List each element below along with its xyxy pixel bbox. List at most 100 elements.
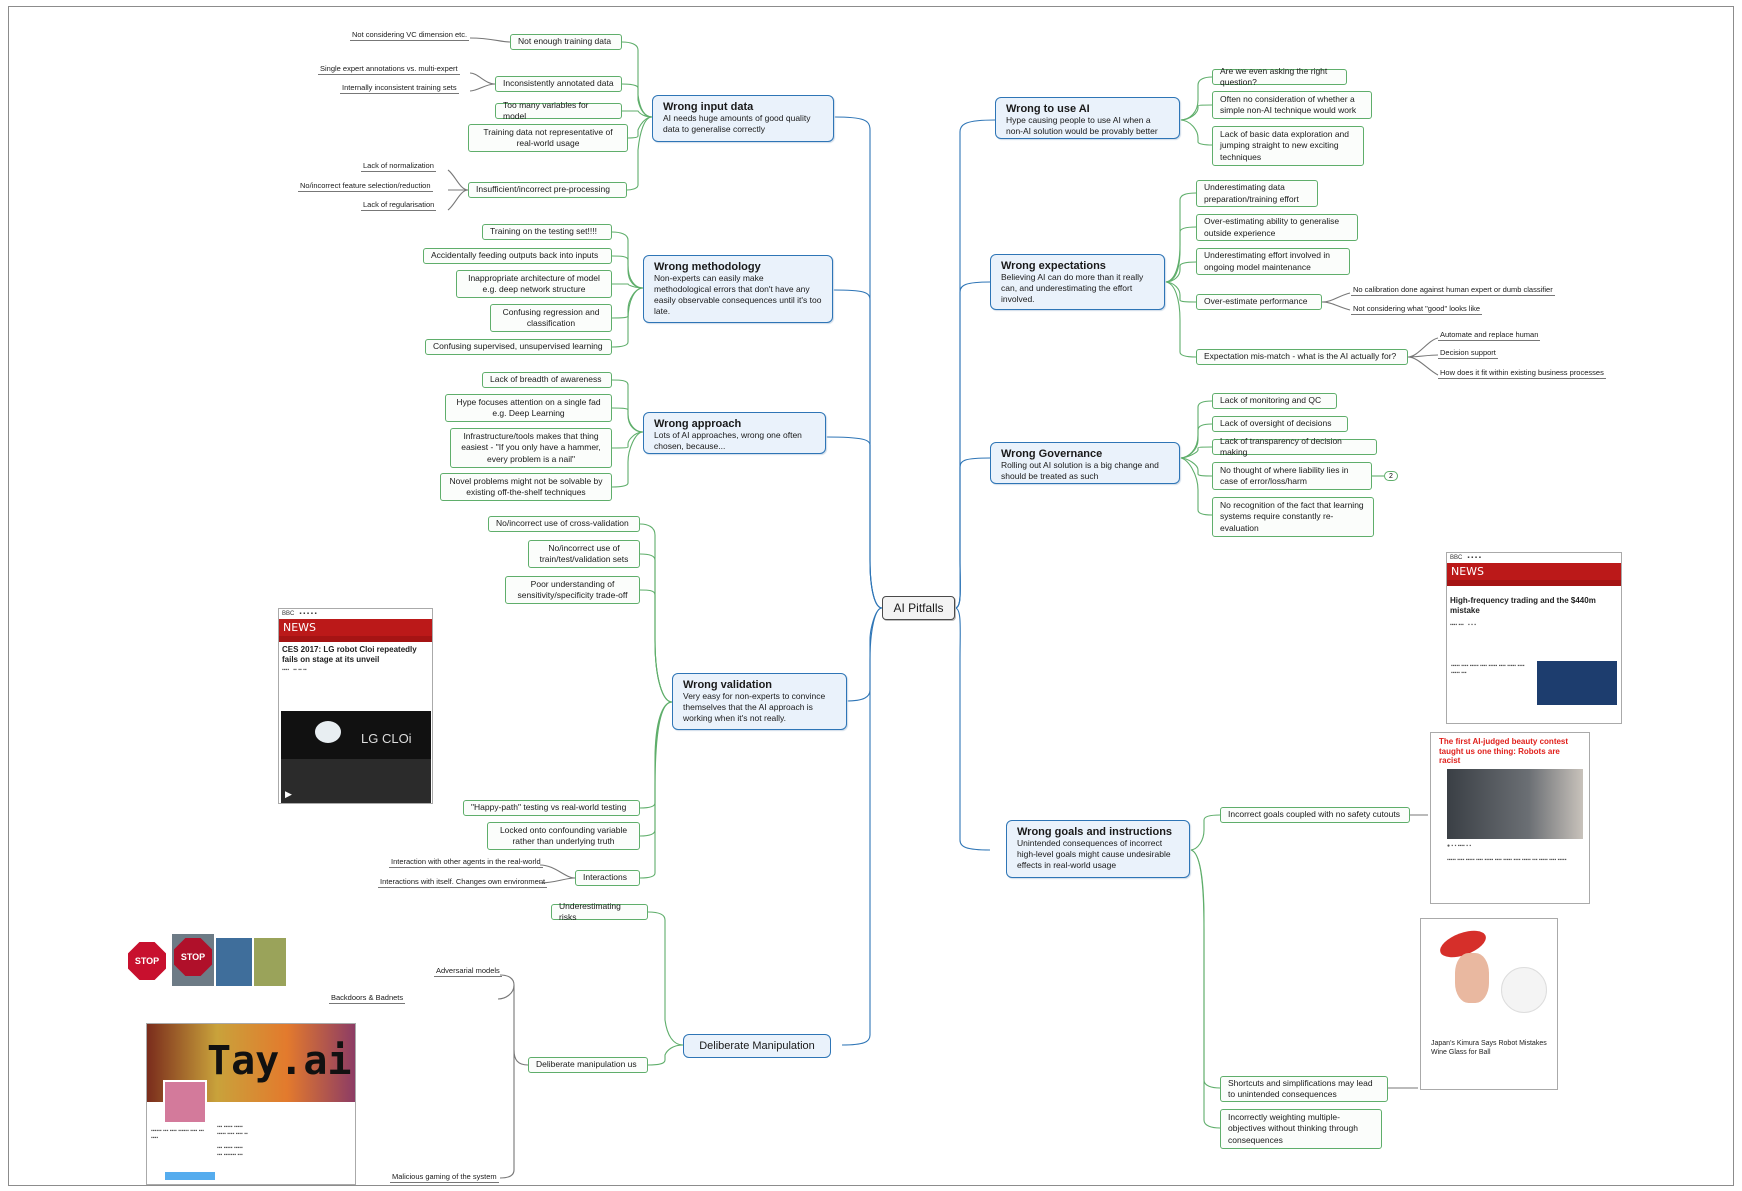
robot-pingpong-image[interactable]: Japan's Kimura Says Robot Mistakes Wine … xyxy=(1420,918,1558,1090)
play-icon[interactable]: ▶ xyxy=(285,789,292,799)
subtopic-not-representative[interactable]: Training data not representative of real… xyxy=(468,124,628,152)
subtopic-label: Expectation mis-match - what is the AI a… xyxy=(1204,351,1397,362)
lg-robot-news-image[interactable]: BBC ▪ ▪ ▪ ▪ ▪ NEWS CES 2017: LG robot Cl… xyxy=(278,608,433,804)
subtopic-too-many-variables[interactable]: Too many variables for model xyxy=(495,100,622,121)
subtopic-confounding-variable[interactable]: Locked onto confounding variable rather … xyxy=(487,822,640,850)
subtopic-label: No thought of where liability lies in ca… xyxy=(1220,464,1349,486)
subtopic-reevaluation[interactable]: No recognition of the fact that learning… xyxy=(1212,497,1374,537)
subtopic-label: Training data not representative of real… xyxy=(483,126,613,148)
leaf-regularisation[interactable]: Lack of regularisation xyxy=(361,200,437,211)
leaf-changes-environment[interactable]: Interactions with itself. Changes own en… xyxy=(378,877,548,888)
subtopic-hype-fad[interactable]: Hype focuses attention on a single fad e… xyxy=(445,394,612,422)
topic-wrong-approach[interactable]: Wrong approach Lots of AI approaches, wr… xyxy=(643,412,826,454)
collapsed-count-badge[interactable]: 2 xyxy=(1384,471,1398,481)
leaf-feature-selection[interactable]: No/incorrect feature selection/reduction xyxy=(298,181,433,192)
subtopic-not-enough-data[interactable]: Not enough training data xyxy=(510,34,622,50)
topic-description: Very easy for non-experts to convince th… xyxy=(683,691,826,724)
subtopic-label: Lack of monitoring and QC xyxy=(1220,395,1322,406)
subtopic-regression-classification[interactable]: Confusing regression and classification xyxy=(490,304,612,332)
topic-description: Non-experts can easily make methodologic… xyxy=(654,273,822,317)
subtopic-train-test-sets[interactable]: No/incorrect use of train/test/validatio… xyxy=(528,540,640,568)
subtopic-oversight[interactable]: Lack of oversight of decisions xyxy=(1212,416,1348,432)
subtopic-supervised-unsupervised[interactable]: Confusing supervised, unsupervised learn… xyxy=(425,339,612,355)
subtopic-architecture[interactable]: Inappropriate architecture of model e.g.… xyxy=(456,270,612,298)
topic-wrong-governance[interactable]: Wrong Governance Rolling out AI solution… xyxy=(990,442,1180,484)
subtopic-weighting-objectives[interactable]: Incorrectly weighting multiple-objective… xyxy=(1220,1109,1382,1149)
subtopic-data-exploration[interactable]: Lack of basic data exploration and jumpi… xyxy=(1212,126,1364,166)
subtopic-cross-validation[interactable]: No/incorrect use of cross-validation xyxy=(488,516,640,532)
robot-woman-photo xyxy=(1447,769,1583,839)
subtopic-right-question[interactable]: Are we even asking the right question? xyxy=(1212,66,1347,87)
leaf-backdoors-badnets[interactable]: Backdoors & Badnets xyxy=(329,993,406,1004)
subtopic-novel-problems[interactable]: Novel problems might not be solvable by … xyxy=(440,473,612,501)
subtopic-sensitivity-specificity[interactable]: Poor understanding of sensitivity/specif… xyxy=(505,576,640,604)
trading-news-image[interactable]: BBC ▪ ▪ ▪ ▪ NEWS High-frequency trading … xyxy=(1446,552,1622,724)
news-meta: ▪▪▪▪ ▪▪▪ ▪ ▪ ▪ xyxy=(1450,622,1477,629)
topic-wrong-goals[interactable]: Wrong goals and instructions Unintended … xyxy=(1006,820,1190,878)
subtopic-feeding-outputs[interactable]: Accidentally feeding outputs back into i… xyxy=(423,248,612,264)
subtopic-over-estimate-performance[interactable]: Over-estimate performance xyxy=(1196,294,1322,310)
subtopic-breadth-awareness[interactable]: Lack of breadth of awareness xyxy=(482,372,612,388)
subtopic-data-preparation[interactable]: Underestimating data preparation/trainin… xyxy=(1196,180,1318,207)
topic-wrong-input-data[interactable]: Wrong input data AI needs huge amounts o… xyxy=(652,95,834,142)
topic-wrong-expectations[interactable]: Wrong expectations Believing AI can do m… xyxy=(990,254,1165,310)
lg-headline: CES 2017: LG robot Cloi repeatedly fails… xyxy=(282,645,417,664)
subtopic-label: Shortcuts and simplifications may lead t… xyxy=(1228,1077,1373,1099)
topic-title: Wrong goals and instructions xyxy=(1017,826,1173,838)
subtopic-monitoring-qc[interactable]: Lack of monitoring and QC xyxy=(1212,393,1337,409)
leaf-what-good-looks-like[interactable]: Not considering what "good" looks like xyxy=(1351,304,1483,315)
subtopic-non-ai-technique[interactable]: Often no consideration of whether a simp… xyxy=(1212,91,1372,119)
subtopic-preprocessing[interactable]: Insufficient/incorrect pre-processing xyxy=(468,182,627,198)
robot-caption: Japan's Kimura Says Robot Mistakes Wine … xyxy=(1431,1040,1547,1057)
subtopic-underestimating-risks[interactable]: Underestimating risks xyxy=(551,901,648,922)
adversarial-stop-signs-image[interactable]: STOP STOP xyxy=(120,932,292,1004)
stop-sign-1: STOP xyxy=(128,942,166,980)
topic-title: Wrong validation xyxy=(683,679,773,691)
subtopic-inconsistent-annotated[interactable]: Inconsistently annotated data xyxy=(495,76,622,92)
topic-deliberate-manipulation[interactable]: Deliberate Manipulation xyxy=(683,1034,831,1058)
subtopic-label: Over-estimating ability to generalise ou… xyxy=(1204,216,1340,238)
topic-wrong-validation[interactable]: Wrong validation Very easy for non-exper… xyxy=(672,673,847,730)
leaf-business-processes[interactable]: How does it fit within existing business… xyxy=(1438,368,1606,379)
leaf-single-multi-expert[interactable]: Single expert annotations vs. multi-expe… xyxy=(318,64,460,75)
leaf-automate-replace[interactable]: Automate and replace human xyxy=(1438,330,1541,341)
subtopic-label: Poor understanding of sensitivity/specif… xyxy=(517,578,628,600)
subtopic-shortcuts[interactable]: Shortcuts and simplifications may lead t… xyxy=(1220,1076,1388,1102)
leaf-calibration[interactable]: No calibration done against human expert… xyxy=(1351,285,1555,296)
leaf-malicious-gaming[interactable]: Malicious gaming of the system xyxy=(390,1172,499,1183)
central-topic[interactable]: AI Pitfalls xyxy=(882,596,955,620)
topic-title: Wrong to use AI xyxy=(1006,103,1090,115)
leaf-normalization[interactable]: Lack of normalization xyxy=(361,161,436,172)
topic-description: Rolling out AI solution is a big change … xyxy=(1001,460,1159,482)
subtopic-generalise[interactable]: Over-estimating ability to generalise ou… xyxy=(1196,214,1358,241)
topic-wrong-to-use-ai[interactable]: Wrong to use AI Hype causing people to u… xyxy=(995,97,1180,139)
subtopic-infrastructure-tools[interactable]: Infrastructure/tools makes that thing ea… xyxy=(450,428,612,468)
subtopic-maintenance[interactable]: Underestimating effort involved in ongoi… xyxy=(1196,248,1350,275)
leaf-adversarial-models[interactable]: Adversarial models xyxy=(434,966,502,977)
news-topbar: BBC ▪ ▪ ▪ ▪ ▪ xyxy=(282,611,317,617)
subtopic-transparency[interactable]: Lack of transparency of decision making xyxy=(1212,436,1377,457)
topic-title: Wrong Governance xyxy=(1001,448,1103,460)
news-banner: NEWS xyxy=(279,619,432,636)
subtopic-liability[interactable]: No thought of where liability lies in ca… xyxy=(1212,462,1372,490)
subtopic-expectation-mismatch[interactable]: Expectation mis-match - what is the AI a… xyxy=(1196,349,1408,365)
subtopic-training-on-testing[interactable]: Training on the testing set!!!! xyxy=(482,224,612,240)
leaf-vc-dimension[interactable]: Not considering VC dimension etc. xyxy=(350,30,470,41)
leaf-internally-inconsistent[interactable]: Internally inconsistent training sets xyxy=(340,83,459,94)
tay-ai-twitter-image[interactable]: Tay.ai ▪▪▪▪▪▪ ▪▪▪ ▪▪▪▪ ▪▪▪▪▪▪ ▪▪▪▪ ▪▪▪ ▪… xyxy=(146,1023,356,1185)
subtopic-happy-path[interactable]: "Happy-path" testing vs real-world testi… xyxy=(463,800,640,816)
robot-head xyxy=(315,721,341,743)
leaf-other-agents[interactable]: Interaction with other agents in the rea… xyxy=(389,857,543,868)
subtopic-label: Confusing regression and classification xyxy=(502,306,600,328)
follow-button[interactable] xyxy=(165,1172,215,1180)
stage-scene xyxy=(281,759,431,803)
lg-video-frame: LG CLOi ▶ xyxy=(281,711,431,803)
subtopic-manipulation-us[interactable]: Deliberate manipulation us xyxy=(528,1057,648,1073)
subtopic-label: Incorrect goals coupled with no safety c… xyxy=(1228,809,1400,820)
leaf-decision-support[interactable]: Decision support xyxy=(1438,348,1498,359)
topic-wrong-methodology[interactable]: Wrong methodology Non-experts can easily… xyxy=(643,255,833,323)
beauty-contest-article-image[interactable]: The first AI-judged beauty contest taugh… xyxy=(1430,732,1590,904)
subtopic-interactions[interactable]: Interactions xyxy=(575,870,640,886)
subtopic-safety-cutouts[interactable]: Incorrect goals coupled with no safety c… xyxy=(1220,807,1410,823)
